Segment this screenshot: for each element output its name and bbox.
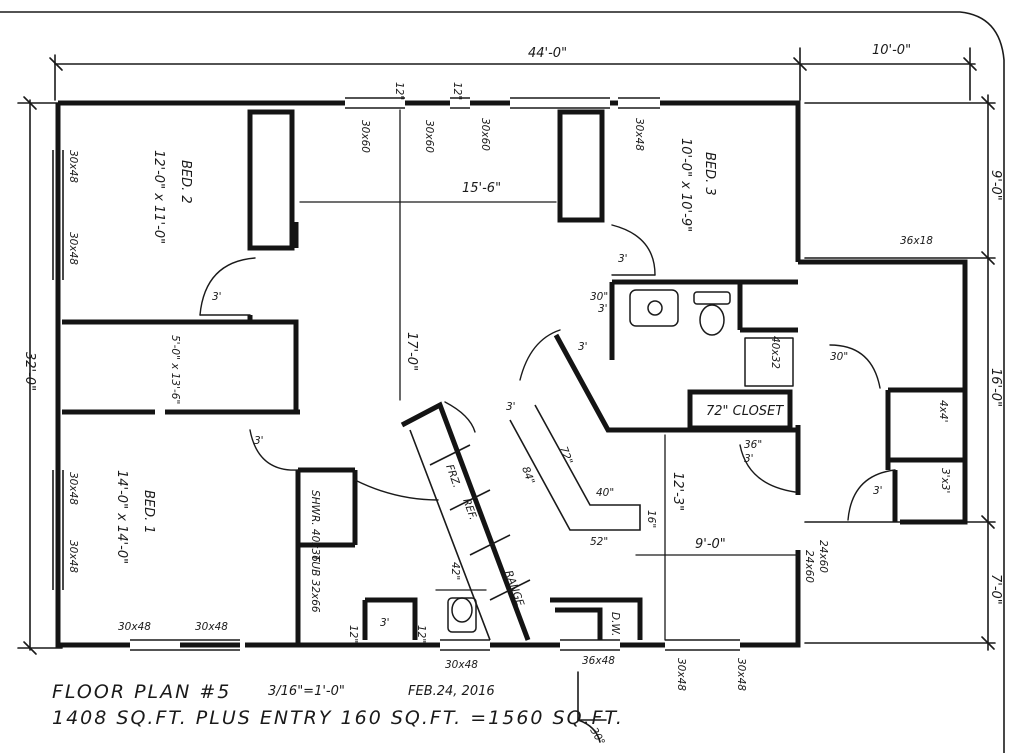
plan-scale: 3/16"=1'-0" [268,684,345,699]
living-depth: 17'-0" [404,332,419,371]
bed1-size: 14'-0" x 14'-0" [114,470,129,564]
shower-label: SHWR. 40x36 [309,490,321,562]
bed3-size: 10'-0" x 10'-9" [678,138,693,232]
door-label-30a: 30" [830,351,848,363]
bath-42: 42" [449,562,461,580]
door-label-1: 3' [212,291,222,303]
kitchen-width: 9'-0" [695,537,726,552]
window-left-2: 30x48 [67,232,79,265]
window-bottom-1: 30x48 [118,621,151,633]
door-label-9: 3' [598,303,608,315]
window-left-4: 30x48 [67,540,79,573]
dishwasher-label: D.W. [609,612,621,636]
counter-72: 72" [557,445,575,466]
window-left-3: 30x48 [67,472,79,505]
window-entry-2: 24x60 [817,540,829,573]
window-bottom-3: 30x48 [445,659,478,671]
window-bottom-5: 30x48 [675,658,687,691]
hall-size: 5'-0" x 13'-6" [169,335,181,404]
entry-width-label: 10'-0" [872,43,911,58]
door-label-7: 3' [380,617,390,629]
door-swings [199,224,896,521]
plan-date: FEB.24, 2016 [408,684,495,699]
dimension-lines [17,47,996,655]
window-top-2: 30x60 [423,120,435,153]
door-label-8: 3' [744,453,754,465]
tub-label: TUB 32x66 [309,555,321,613]
closet-label: 72" CLOSET [706,404,784,419]
window-bottom-2: 30x48 [195,621,228,633]
door-label-5: 3' [506,401,516,413]
bath-fixtures [447,289,794,633]
counter-84: 84" [519,465,537,486]
closet-3x3: 3'x3' [939,468,951,493]
door-label-30b: 30" [590,291,608,303]
right-dim-2: 16'-0" [988,368,1003,407]
window-bottom-6: 30x48 [735,658,747,691]
angle-icon [577,671,607,743]
kitchen-depth: 12'-3" [670,472,685,511]
window-top-1: 30x60 [359,120,371,153]
window-small-1: 12" [393,82,405,100]
overall-depth-label: 32'-0" [22,352,37,391]
counter-52: 52" [590,536,608,548]
door-label-12a: 12" [347,625,359,643]
bed1-name: BED. 1 [141,490,156,534]
closet-4x4: 4x4' [937,400,949,422]
living-width: 15'-6" [462,181,501,196]
window-top-3: 30x60 [479,118,491,151]
counter-40: 40" [596,487,614,499]
interior-dimensions [299,109,799,641]
window-entry-3: 24x60 [803,550,815,583]
door-label-36: 36" [744,439,762,451]
right-dim-3: 7'-0" [988,574,1003,605]
plan-title: FLOOR PLAN #5 [52,681,231,703]
door-label-2: 3' [254,435,264,447]
door-label-3: 3' [618,253,628,265]
counter-16: 16" [645,510,657,528]
door-label-4: 3' [578,341,588,353]
interior-walls [62,109,965,643]
door-label-12b: 12" [415,625,427,643]
bed2-name: BED. 2 [178,160,193,204]
right-dim-1: 9'-0" [988,170,1003,201]
window-bath: 40x32 [769,336,781,369]
overall-width-label: 44'-0" [528,46,567,61]
window-bottom-4: 36x48 [582,655,615,667]
window-top-4: 30x48 [633,118,645,151]
bed2-size: 12'-0" x 11'-0" [151,150,166,244]
window-entry-1: 36x18 [900,235,933,247]
window-left-1: 30x48 [67,150,79,183]
door-label-6: 3' [873,485,883,497]
plan-area: 1408 SQ.FT. PLUS ENTRY 160 SQ.FT. =1560 … [52,707,624,729]
bed3-name: BED. 3 [702,152,717,196]
window-small-2: 12" [451,82,463,100]
